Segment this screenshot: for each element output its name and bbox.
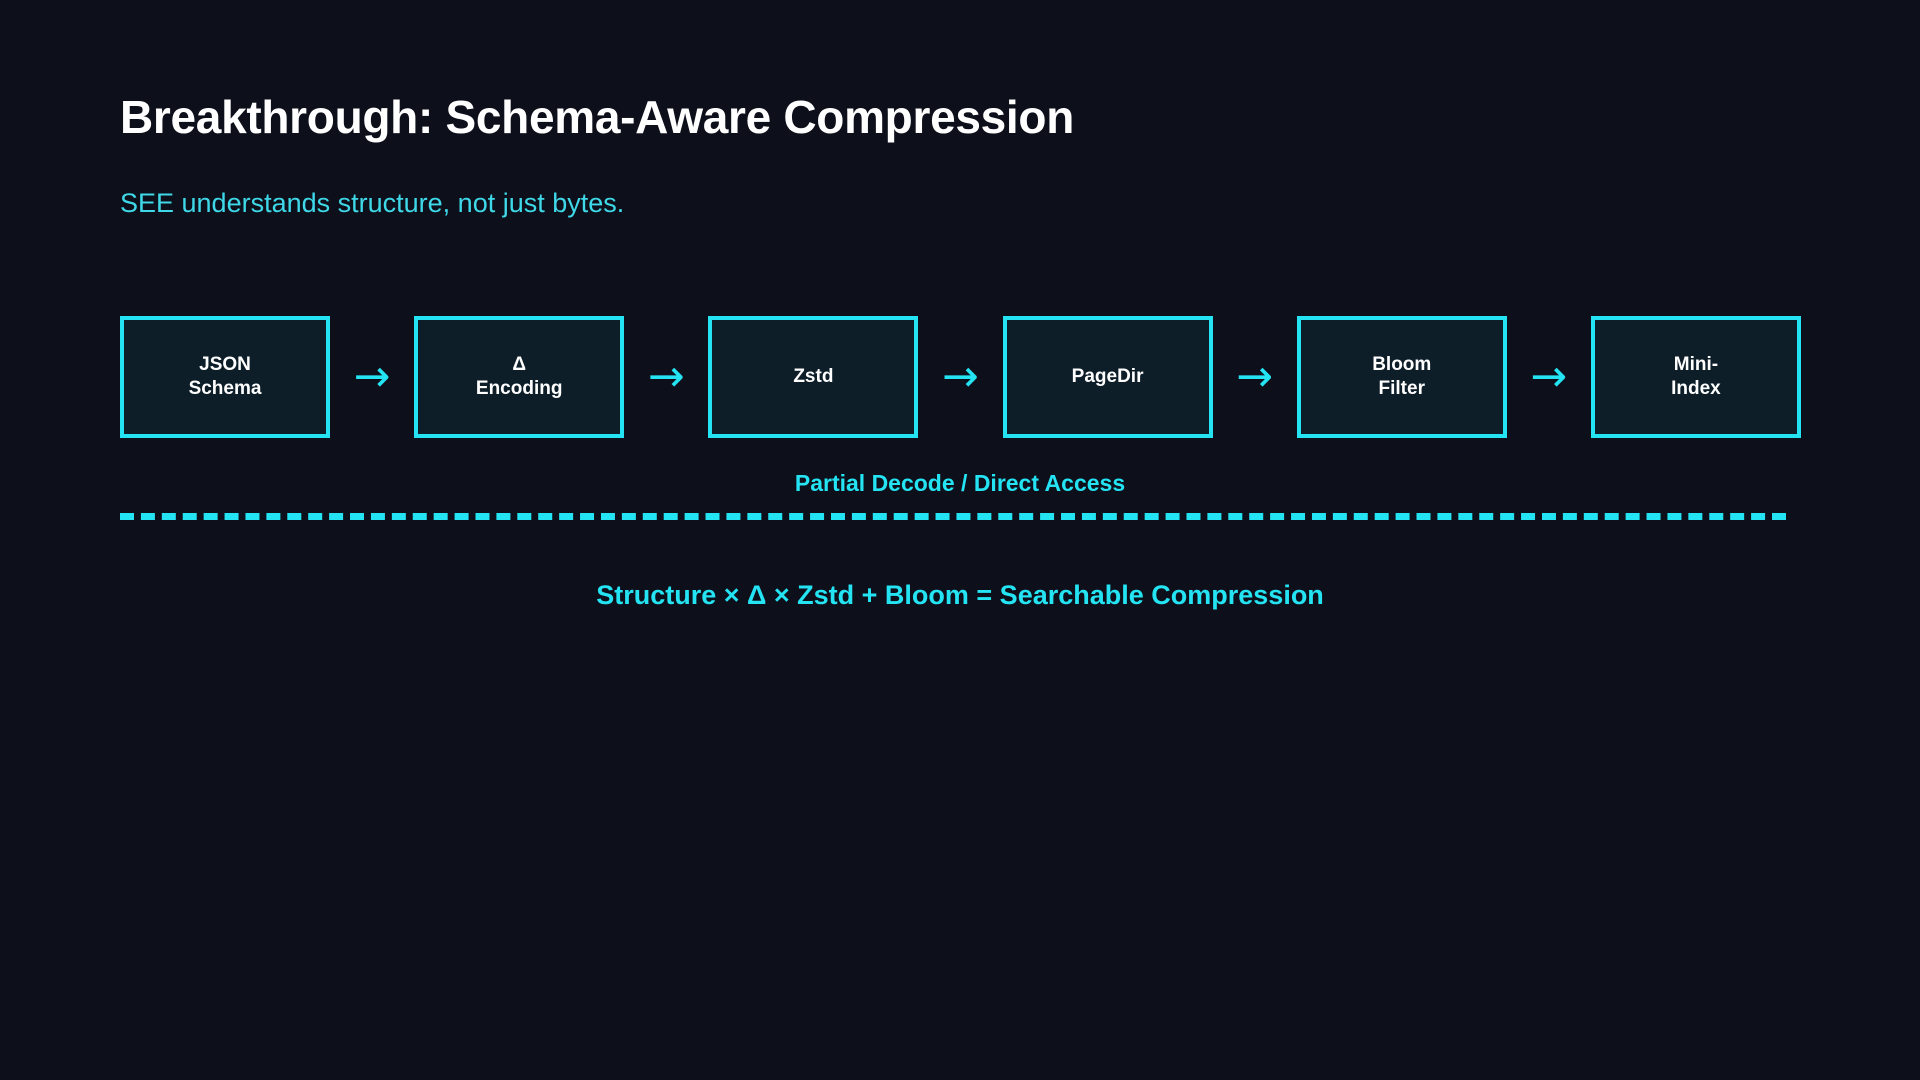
arrow-right-icon-4: →: [1236, 351, 1274, 402]
pipeline-stage-json-schema: JSON Schema: [120, 316, 330, 438]
arrow-right-icon-5: →: [1530, 351, 1568, 402]
arrow-right-icon-3: →: [942, 351, 979, 402]
page-subtitle: SEE understands structure, not just byte…: [120, 188, 625, 218]
pipeline-stage-bloom-filter: Bloom Filter: [1296, 316, 1507, 438]
stage-label: Bloom Filter: [1372, 353, 1432, 399]
stage-label: Δ Encoding: [475, 353, 563, 399]
page-title: Breakthrough: Schema-Aware Compression: [120, 91, 1074, 143]
pipeline-stage-pagedir: PageDir: [1002, 316, 1213, 438]
stage-label: Zstd: [793, 365, 834, 387]
stage-label: Mini- Index: [1671, 353, 1721, 399]
dashed-divider: [120, 513, 1786, 520]
pipeline-stage-mini-index: Mini- Index: [1590, 316, 1801, 438]
stage-label: JSON Schema: [188, 353, 262, 399]
pipeline-stage-delta-encoding: Δ Encoding: [414, 316, 625, 438]
partial-decode-band-label: Partial Decode / Direct Access: [794, 470, 1126, 496]
pipeline-diagram: JSON Schema → Δ Encoding → Zstd → PageDi…: [120, 316, 1801, 438]
arrow-right-icon-1: →: [353, 351, 391, 402]
summary-formula: Structure × Δ × Zstd + Bloom = Searchabl…: [596, 580, 1324, 610]
arrow-right-icon-2: →: [647, 351, 685, 402]
pipeline-stage-zstd: Zstd: [708, 316, 919, 438]
stage-label: PageDir: [1071, 365, 1144, 387]
